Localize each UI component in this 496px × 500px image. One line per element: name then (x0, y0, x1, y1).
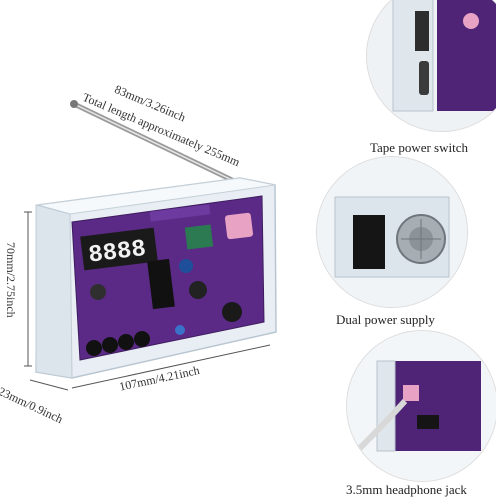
headphone-jack-closeup (346, 330, 496, 482)
dual-power-supply-closeup (316, 156, 468, 308)
headphone-jack (224, 212, 254, 240)
control-buttons (86, 331, 150, 356)
ic-chip (147, 258, 175, 310)
feature-label-dual-power: Dual power supply (336, 312, 435, 327)
feature-label-headphone-jack: 3.5mm headphone jack (346, 482, 467, 497)
radio-module (184, 224, 214, 250)
led-display (80, 227, 158, 271)
height-dimension: 70mm/2.75inch (4, 242, 18, 318)
power-switch-closeup (366, 0, 496, 132)
feature-label-power-switch: Tape power switch (370, 140, 469, 155)
